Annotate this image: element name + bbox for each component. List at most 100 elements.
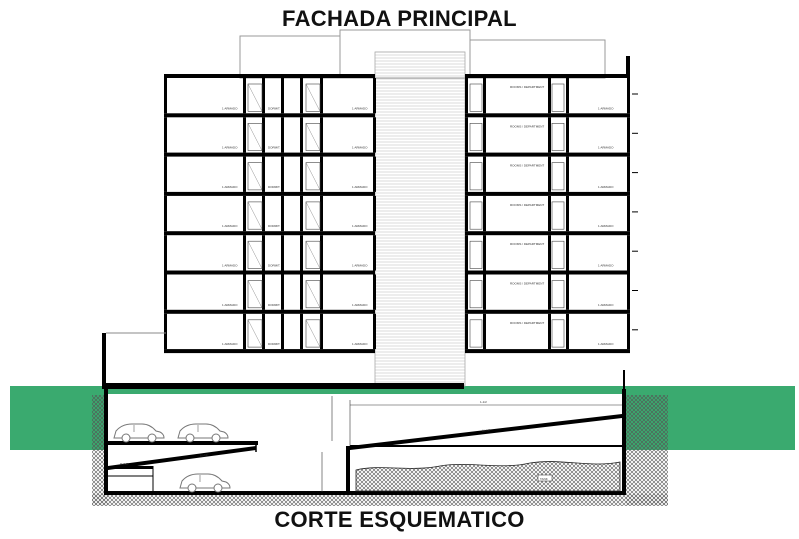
wall-left xyxy=(373,195,376,232)
stair-outline xyxy=(374,51,466,387)
car-icon xyxy=(177,423,229,443)
wall-left xyxy=(281,274,284,310)
wall-left xyxy=(262,274,265,310)
step-slab xyxy=(108,466,153,469)
wall-right xyxy=(627,195,630,232)
room-label: ROOMS / DEPARTMENT xyxy=(510,203,544,207)
tank-label: TANK xyxy=(540,477,548,481)
car-icon xyxy=(113,423,165,443)
wall-right xyxy=(627,156,630,192)
water-tank xyxy=(355,461,621,492)
wall-right xyxy=(548,313,551,350)
door-swing xyxy=(305,241,321,269)
floor-slab-left xyxy=(164,191,375,196)
door-outline xyxy=(551,280,565,309)
wall-right xyxy=(465,117,468,153)
door-outline xyxy=(247,240,263,269)
wall-left xyxy=(320,235,323,271)
wall-right xyxy=(465,313,468,350)
door-outline xyxy=(247,319,263,348)
door-swing xyxy=(305,201,321,230)
wall-right xyxy=(548,274,551,310)
wall-right xyxy=(566,78,569,114)
wall-left xyxy=(262,235,265,271)
room-label: DORMIT. xyxy=(268,106,280,110)
wall-right xyxy=(548,195,551,232)
ramp-upper-label: RAMP xyxy=(482,428,491,433)
door-outline xyxy=(551,83,565,112)
wall-right xyxy=(465,156,468,192)
wall-right xyxy=(627,117,630,153)
wall-right xyxy=(566,235,569,271)
room-label: 1 ARMADO xyxy=(352,106,368,110)
door-outline xyxy=(247,162,263,191)
wall-right xyxy=(627,78,630,114)
room-label: 1 ARMADO xyxy=(598,303,614,307)
room-label: DORMIT. xyxy=(268,303,280,307)
wall-left xyxy=(262,117,265,153)
room-label: DORMIT. xyxy=(268,224,280,228)
wall-left xyxy=(320,78,323,114)
door-outline xyxy=(551,319,565,348)
wall-left xyxy=(243,195,246,232)
room-label: 1 ARMADO xyxy=(222,342,238,346)
tank-label-box xyxy=(537,474,553,482)
room-label: 1 ARMADO xyxy=(598,224,614,228)
door-outline xyxy=(551,201,565,230)
wall-left xyxy=(300,156,303,192)
room-label: 1 ARMADO xyxy=(598,185,614,189)
wall-left xyxy=(320,274,323,310)
room-label: DORMIT. xyxy=(268,342,280,346)
wall-left xyxy=(300,274,303,310)
wall-right xyxy=(566,156,569,192)
floor-slab-left xyxy=(164,270,375,275)
mid-slab xyxy=(108,441,258,445)
room-label: ROOMS / DEPARTMENT xyxy=(510,164,544,168)
room-label: 1 ARMADO xyxy=(222,106,238,110)
wall-left xyxy=(262,156,265,192)
wall-left xyxy=(373,156,376,192)
door-swing xyxy=(305,162,321,190)
wall-left xyxy=(243,156,246,192)
room-label: 1 ARMADO xyxy=(352,185,368,189)
door-outline xyxy=(469,280,483,309)
wall-left xyxy=(262,195,265,232)
wall-right xyxy=(627,313,630,350)
door-outline xyxy=(305,123,321,151)
wall-left xyxy=(164,78,167,114)
wall-left xyxy=(373,117,376,153)
upper-ramp xyxy=(350,414,622,450)
wall-left xyxy=(164,235,167,271)
wall-left xyxy=(300,235,303,271)
basement-floor xyxy=(104,491,626,495)
door-outline xyxy=(469,201,483,230)
wall-left xyxy=(300,313,303,350)
wall-right xyxy=(548,117,551,153)
door-outline xyxy=(305,319,321,348)
room-label: 1 ARMADO xyxy=(352,342,368,346)
wall-right xyxy=(627,235,630,271)
door-outline xyxy=(469,123,483,151)
room-label: ROOMS / DEPARTMENT xyxy=(510,85,544,89)
door-swing xyxy=(247,201,263,230)
rooftop-outline xyxy=(239,29,606,79)
room-label: ROOMS / DEPARTMENT xyxy=(510,282,544,286)
floor-slab-right xyxy=(465,152,630,157)
floor-slab-right xyxy=(465,191,630,196)
section-title: CORTE ESQUEMATICO xyxy=(274,507,525,532)
lower-ramp xyxy=(108,446,256,470)
floor-slab-left xyxy=(164,152,375,157)
wall-left xyxy=(262,78,265,114)
wall-left xyxy=(281,117,284,153)
wall-left xyxy=(281,313,284,350)
wall-left xyxy=(262,313,265,350)
wall-left xyxy=(243,274,246,310)
wall-right xyxy=(548,156,551,192)
room-label: 1 ARMADO xyxy=(598,264,614,268)
room-label: DORMIT. xyxy=(268,264,280,268)
floor-slab-right xyxy=(465,231,630,236)
wall-left xyxy=(300,78,303,114)
room-label: 1 ARMADO xyxy=(352,303,368,307)
door-swing xyxy=(305,83,321,112)
floor-slab-right xyxy=(465,349,630,354)
